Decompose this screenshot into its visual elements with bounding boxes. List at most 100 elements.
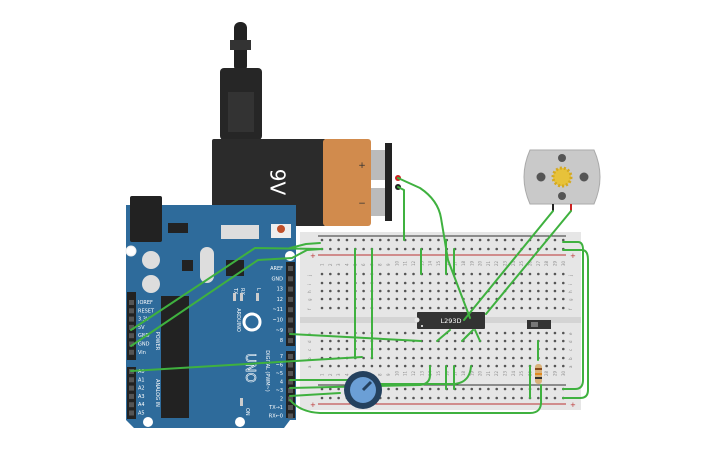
breadboard-hole[interactable] <box>412 356 415 360</box>
rail-hole[interactable] <box>378 247 382 251</box>
wire[interactable] <box>474 329 481 342</box>
breadboard-hole[interactable] <box>378 306 382 310</box>
digital-header-top[interactable] <box>286 262 295 346</box>
breadboard-hole[interactable] <box>553 289 557 293</box>
breadboard-hole[interactable] <box>545 331 548 335</box>
wire[interactable] <box>289 392 341 397</box>
breadboard-hole[interactable] <box>420 306 424 310</box>
resistor[interactable] <box>535 364 542 384</box>
breadboard-hole[interactable] <box>387 339 390 343</box>
breadboard-hole[interactable] <box>445 281 449 285</box>
breadboard-hole[interactable] <box>420 356 424 360</box>
rail-hole[interactable] <box>412 387 415 391</box>
breadboard-hole[interactable] <box>462 356 465 360</box>
wire[interactable] <box>436 329 451 342</box>
breadboard-hole[interactable] <box>387 364 390 368</box>
wire[interactable] <box>562 241 584 390</box>
breadboard-hole[interactable] <box>470 347 474 351</box>
breadboard-hole[interactable] <box>320 297 324 301</box>
rail-hole[interactable] <box>462 396 465 400</box>
breadboard-hole[interactable] <box>512 297 515 301</box>
breadboard-hole[interactable] <box>412 347 415 351</box>
breadboard-hole[interactable] <box>329 347 332 351</box>
breadboard-hole[interactable] <box>403 297 407 301</box>
breadboard-hole[interactable] <box>453 331 457 335</box>
breadboard-hole[interactable] <box>395 297 399 301</box>
breadboard-hole[interactable] <box>395 347 399 351</box>
header-pin[interactable] <box>129 349 134 355</box>
breadboard-hole[interactable] <box>462 289 465 293</box>
rail-hole[interactable] <box>553 387 557 391</box>
breadboard-hole[interactable] <box>320 289 324 293</box>
rail-hole[interactable] <box>428 238 432 242</box>
breadboard-hole[interactable] <box>478 281 482 285</box>
rail-hole[interactable] <box>495 387 499 391</box>
breadboard-hole[interactable] <box>553 347 557 351</box>
rail-hole[interactable] <box>428 396 432 400</box>
breadboard-hole[interactable] <box>561 289 565 293</box>
breadboard-hole[interactable] <box>395 306 399 310</box>
breadboard-hole[interactable] <box>520 297 523 301</box>
breadboard-hole[interactable] <box>528 297 532 301</box>
breadboard-hole[interactable] <box>495 281 499 285</box>
rail-hole[interactable] <box>545 387 548 391</box>
rail-hole[interactable] <box>462 238 465 242</box>
rail-hole[interactable] <box>453 238 457 242</box>
rail-hole[interactable] <box>420 396 424 400</box>
breadboard-hole[interactable] <box>329 364 332 368</box>
breadboard-hole[interactable] <box>428 347 432 351</box>
breadboard-hole[interactable] <box>512 289 515 293</box>
breadboard-hole[interactable] <box>353 364 357 368</box>
breadboard-hole[interactable] <box>545 364 548 368</box>
breadboard-hole[interactable] <box>528 356 532 360</box>
rail-hole[interactable] <box>512 247 515 251</box>
breadboard-hole[interactable] <box>453 356 457 360</box>
breadboard-hole[interactable] <box>345 297 349 301</box>
breadboard-hole[interactable] <box>437 356 440 360</box>
breadboard-hole[interactable] <box>420 289 424 293</box>
breadboard-hole[interactable] <box>495 356 499 360</box>
breadboard-hole[interactable] <box>420 331 424 335</box>
breadboard-hole[interactable] <box>478 272 482 276</box>
breadboard-hole[interactable] <box>520 272 523 276</box>
breadboard-hole[interactable] <box>453 306 457 310</box>
breadboard-hole[interactable] <box>345 339 349 343</box>
rail-hole[interactable] <box>337 247 340 251</box>
header-pin[interactable] <box>288 317 293 323</box>
breadboard-hole[interactable] <box>403 289 407 293</box>
rail-hole[interactable] <box>337 387 340 391</box>
breadboard-hole[interactable] <box>553 272 557 276</box>
rail-hole[interactable] <box>403 247 407 251</box>
wire[interactable] <box>289 242 321 249</box>
breadboard-hole[interactable] <box>553 281 557 285</box>
breadboard-hole[interactable] <box>437 331 440 335</box>
breadboard-hole[interactable] <box>337 364 340 368</box>
breadboard-hole[interactable] <box>512 331 515 335</box>
header-pin[interactable] <box>129 300 134 305</box>
rail-hole[interactable] <box>395 238 399 242</box>
breadboard-hole[interactable] <box>337 306 340 310</box>
rail-hole[interactable] <box>420 387 424 391</box>
rail-hole[interactable] <box>437 238 440 242</box>
breadboard-hole[interactable] <box>520 356 523 360</box>
rail-hole[interactable] <box>470 387 474 391</box>
rail-hole[interactable] <box>487 387 490 391</box>
breadboard-hole[interactable] <box>503 356 507 360</box>
wire[interactable] <box>130 247 323 331</box>
breadboard-hole[interactable] <box>495 347 499 351</box>
breadboard-hole[interactable] <box>528 331 532 335</box>
rail-hole[interactable] <box>329 247 332 251</box>
header-pin[interactable] <box>288 307 293 313</box>
breadboard-hole[interactable] <box>437 281 440 285</box>
breadboard-hole[interactable] <box>537 331 540 335</box>
rail-hole[interactable] <box>545 396 548 400</box>
breadboard-hole[interactable] <box>561 356 565 360</box>
rail-hole[interactable] <box>470 247 474 251</box>
breadboard-hole[interactable] <box>337 339 340 343</box>
breadboard-hole[interactable] <box>403 306 407 310</box>
breadboard-hole[interactable] <box>495 364 499 368</box>
rail-hole[interactable] <box>495 396 499 400</box>
breadboard-hole[interactable] <box>553 356 557 360</box>
breadboard-hole[interactable] <box>387 281 390 285</box>
rail-hole[interactable] <box>412 396 415 400</box>
